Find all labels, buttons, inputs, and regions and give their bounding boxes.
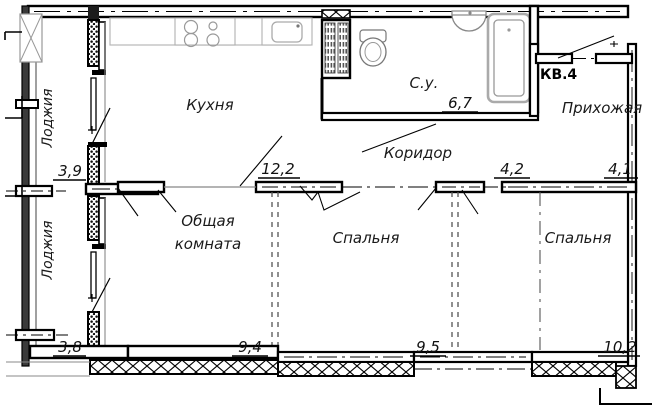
kitchen-sink	[271, 21, 303, 43]
leader-kitchen	[239, 135, 283, 187]
sink-faucet	[296, 24, 300, 28]
partition-lintel-mid	[88, 142, 107, 147]
corner-step	[599, 388, 652, 405]
area-label-loggia-top: 3,9	[58, 162, 82, 180]
basin-tap	[468, 11, 472, 15]
room-label-loggia-bottom: Лоджия	[40, 221, 56, 281]
area-label-living: 9,4	[238, 338, 262, 356]
loggia-door-leaf-lower	[90, 251, 97, 299]
room-label-living-line1: Общая	[181, 212, 234, 230]
room-label-bedroom-mid: Спальня	[333, 229, 400, 247]
area-label-bedroom-right: 10,2	[603, 338, 636, 356]
bottom-hatch-seg3	[531, 361, 617, 377]
duct-head	[321, 9, 351, 19]
bathtub-inner	[493, 19, 525, 97]
area-label-bedroom-mid: 9,5	[416, 338, 440, 356]
bottom-exterior-walls	[6, 344, 652, 405]
leader-lines	[117, 123, 479, 217]
partition-lintel-lower	[92, 244, 106, 249]
area-label-hallway: 4,1	[608, 160, 632, 178]
partition-top-node	[88, 6, 99, 20]
door-swing-line-upper	[91, 107, 111, 145]
room-label-corridor: Коридор	[384, 144, 452, 162]
leader-bedroom-mid	[299, 185, 361, 211]
entry-door	[534, 52, 574, 65]
entry-marker	[610, 41, 618, 47]
corner-column	[615, 365, 637, 389]
duct-channel-left	[324, 22, 336, 74]
entry-wall-right	[594, 52, 634, 65]
partition-lintel-upper	[92, 70, 106, 75]
partition-jamb-upper	[98, 21, 106, 71]
burner-front-right	[206, 33, 220, 47]
area-label-corridor: 6,7	[448, 94, 472, 112]
loggia-window-upper	[15, 99, 39, 109]
loggia-door-handle-upper	[88, 126, 96, 134]
bathtub-drain	[507, 28, 511, 32]
bathroom-fixtures	[359, 10, 532, 104]
area-label-kitchen: 12,2	[261, 160, 294, 178]
room-label-loggia-top: Лоджия	[40, 89, 56, 149]
partition-bedroom-bedroom	[451, 192, 459, 350]
leader-bedroom-right	[417, 187, 479, 215]
loggia-bracket-upper	[4, 31, 23, 119]
leader-corridor	[361, 123, 437, 153]
wall-seg-a	[116, 180, 166, 194]
partition-living-bedroom	[271, 192, 279, 350]
leader-living	[117, 187, 177, 217]
toilet-bowl-inner	[364, 42, 382, 62]
burner-front-left	[183, 32, 199, 48]
partition-hatch-lower1	[87, 145, 100, 187]
ventilation-shaft	[320, 9, 352, 120]
door-swing-line-lower	[91, 277, 111, 313]
room-label-living-line2: комната	[175, 235, 241, 253]
duct-channel-right	[337, 22, 349, 74]
loggia-area	[4, 13, 70, 352]
interior-walls	[116, 4, 638, 350]
washbasin	[451, 13, 487, 32]
room-label-hallway: Прихожая	[562, 99, 642, 117]
entry-leader	[557, 35, 615, 59]
room-label-bathroom: С.у.	[410, 74, 439, 92]
area-label-loggia-bottom: 3,8	[58, 338, 82, 356]
burner-back-right	[208, 21, 218, 31]
room-label-kitchen: Кухня	[186, 96, 233, 114]
hallway-left-wall	[528, 42, 540, 118]
partition-hatch-lower2	[87, 195, 100, 241]
loggia-door-leaf-upper	[90, 77, 97, 131]
loggia-bracket-mid	[5, 186, 23, 197]
bottom-hatch-seg1	[89, 359, 279, 375]
window-x-cross	[19, 13, 43, 63]
bottom-hatch-seg2	[277, 361, 415, 377]
area-label-hallway-left: 4,2	[500, 160, 524, 178]
loggia-door-handle-lower	[88, 294, 96, 302]
bathroom-bottom-wall	[320, 111, 540, 122]
partition-jamb-lower	[98, 197, 106, 245]
room-label-bedroom-right: Спальня	[545, 229, 612, 247]
apartment-number-label: КВ.4	[540, 67, 577, 83]
kitchen-fixtures	[109, 17, 313, 48]
partition-hatch-upper	[87, 19, 100, 67]
